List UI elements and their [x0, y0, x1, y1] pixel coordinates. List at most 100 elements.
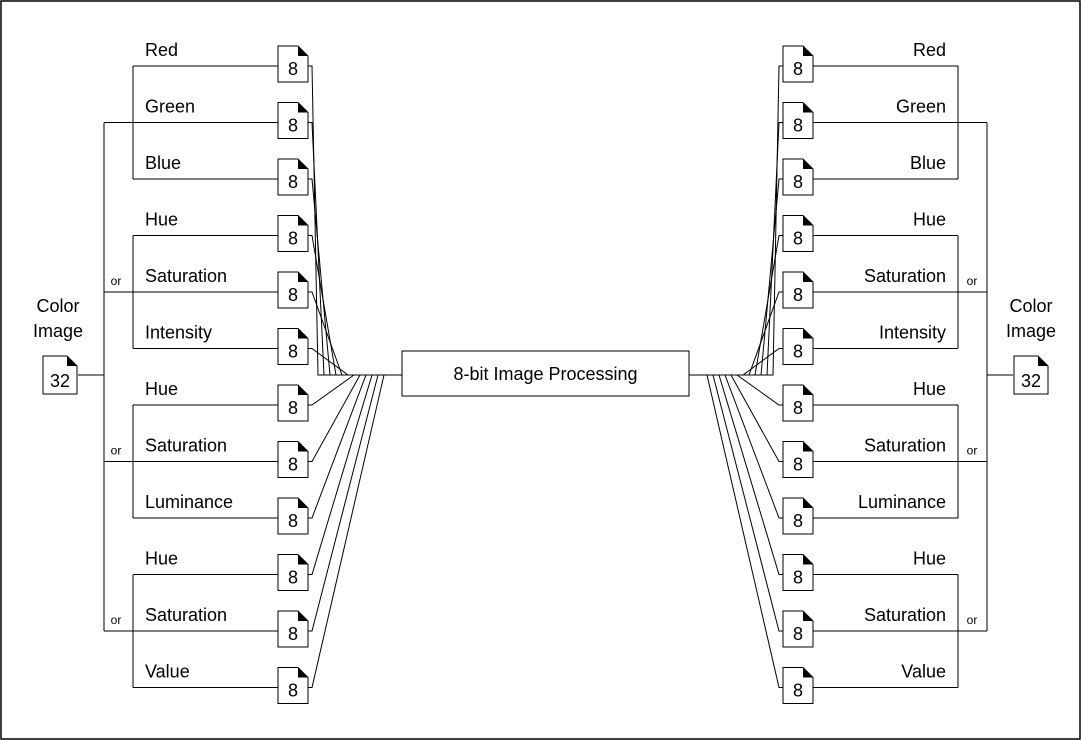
bit-depth-label: 8 — [288, 568, 298, 588]
bit-depth-label: 8 — [288, 342, 298, 362]
left-wires — [78, 65, 278, 688]
folded-corner-icon — [298, 46, 308, 56]
folded-corner-icon — [298, 102, 308, 113]
folded-corner-icon — [803, 272, 813, 282]
or-label: or — [967, 274, 978, 288]
fan-line — [689, 374, 783, 688]
channel-bits-doc: 8 — [277, 384, 309, 422]
bit-depth-label: 8 — [793, 511, 803, 531]
folded-corner-icon — [298, 328, 308, 339]
channel-label: Saturation — [864, 436, 946, 456]
folded-corner-icon — [298, 498, 308, 508]
channel-label: Intensity — [145, 323, 212, 343]
fan-line — [308, 374, 402, 688]
channel-label: Saturation — [145, 436, 227, 456]
bit-depth-label: 8 — [288, 455, 298, 475]
folded-corner-icon — [803, 46, 813, 56]
folded-corner-icon — [298, 667, 308, 678]
bit-depth-label: 8 — [793, 342, 803, 362]
channel-bits-doc: 8 — [782, 554, 814, 591]
fan-line — [689, 374, 783, 519]
folded-corner-icon — [803, 159, 813, 169]
folded-corner-icon — [803, 554, 813, 565]
fan-line — [308, 178, 402, 376]
folded-corner-icon — [67, 356, 77, 366]
or-label: or — [111, 274, 122, 288]
source-doc-glyph: 32 — [42, 355, 78, 395]
channel-bits-doc: 8 — [277, 215, 309, 252]
dest-image: Color Image 32 — [1006, 296, 1056, 395]
fan-line — [689, 178, 783, 376]
folded-corner-icon — [803, 215, 813, 226]
bit-depth-label: 8 — [793, 116, 803, 136]
bit-depth-label: 8 — [288, 624, 298, 644]
folded-corner-icon — [298, 611, 308, 621]
channel-label: Blue — [145, 153, 181, 173]
right-channel-nodes: RedGreenBlueHueSaturationIntensityorHueS… — [782, 40, 978, 704]
fan-line — [689, 374, 783, 406]
fan-line — [689, 122, 783, 376]
folded-corner-icon — [803, 667, 813, 678]
folded-corner-icon — [803, 385, 813, 395]
channel-label: Hue — [145, 210, 178, 230]
source-document-icon: 32 — [42, 355, 78, 395]
left-fan-lines — [308, 65, 402, 688]
channel-bits-doc: 8 — [782, 328, 814, 365]
or-label: or — [967, 444, 978, 458]
channel-bits-doc: 8 — [277, 554, 309, 591]
channel-bits-doc: 8 — [277, 328, 309, 365]
folded-corner-icon — [298, 215, 308, 226]
or-label: or — [967, 613, 978, 627]
channel-label: Red — [913, 40, 946, 60]
channel-label: Saturation — [145, 266, 227, 286]
bit-depth-label: 8 — [793, 624, 803, 644]
bit-depth-label: 32 — [1021, 371, 1041, 391]
channel-bits-doc: 8 — [782, 441, 814, 478]
bit-depth-label: 8 — [793, 285, 803, 305]
fan-line — [308, 374, 402, 462]
channel-label: Luminance — [858, 492, 946, 512]
channel-bits-doc: 8 — [782, 610, 814, 648]
bit-depth-label: 8 — [288, 116, 298, 136]
fan-line — [308, 374, 402, 519]
channel-label: Hue — [145, 549, 178, 569]
channel-bits-doc: 8 — [277, 271, 309, 309]
bit-depth-label: 8 — [793, 398, 803, 418]
channel-bits-doc: 8 — [277, 102, 309, 139]
folded-corner-icon — [1038, 356, 1048, 366]
fan-line — [308, 235, 402, 376]
dest-doc-glyph: 32 — [1013, 355, 1049, 395]
bit-depth-label: 8 — [288, 172, 298, 192]
bit-depth-label: 8 — [793, 681, 803, 701]
folded-corner-icon — [298, 272, 308, 282]
channel-label: Hue — [913, 379, 946, 399]
or-label: or — [111, 613, 122, 627]
folded-corner-icon — [803, 441, 813, 452]
processing-block: 8-bit Image Processing — [401, 350, 690, 397]
processing-label: 8-bit Image Processing — [453, 364, 637, 384]
fan-line — [308, 348, 402, 376]
folded-corner-icon — [298, 441, 308, 452]
bit-depth-label: 8 — [793, 172, 803, 192]
source-label-line2: Image — [33, 321, 83, 341]
bit-depth-label: 8 — [288, 398, 298, 418]
channel-bits-doc: 8 — [782, 667, 814, 704]
source-image: Color Image 32 — [33, 296, 83, 395]
or-label: or — [111, 444, 122, 458]
folded-corner-icon — [803, 611, 813, 621]
channel-label: Red — [145, 40, 178, 60]
bit-depth-label: 8 — [793, 59, 803, 79]
bit-depth-label: 8 — [793, 229, 803, 249]
bit-depth-label: 8 — [288, 285, 298, 305]
channel-bits-doc: 8 — [782, 215, 814, 252]
channel-label: Hue — [913, 549, 946, 569]
bit-depth-label: 8 — [288, 511, 298, 531]
folded-corner-icon — [298, 385, 308, 395]
channel-bits-doc: 8 — [277, 610, 309, 648]
bit-depth-label: 8 — [288, 59, 298, 79]
channel-label: Intensity — [879, 323, 946, 343]
channel-bits-doc: 8 — [782, 271, 814, 309]
fan-line — [689, 235, 783, 376]
